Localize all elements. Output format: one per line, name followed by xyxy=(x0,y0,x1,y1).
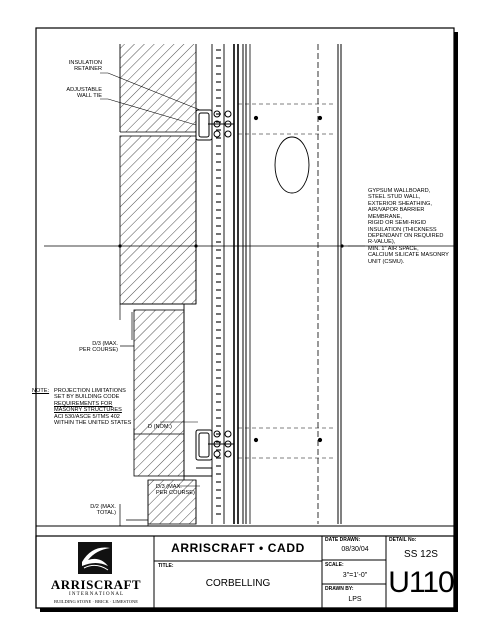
detail-number: U110 xyxy=(388,566,455,599)
wall-tie-lower xyxy=(184,429,234,477)
dimension-lines xyxy=(119,304,185,526)
steel-stud-wall xyxy=(238,44,342,524)
wall-assembly-line: CALCIUM SILICATE MASONRY xyxy=(368,252,449,259)
wall-assembly-line: UNIT (CSMU). xyxy=(368,258,405,265)
wall-assembly-line: AIR/VAPOR BARRIER xyxy=(368,207,425,214)
wall-assembly-line: R-VALUE), xyxy=(368,239,396,246)
stud-knockout xyxy=(274,136,310,194)
drawing-title: CORBELLING xyxy=(205,578,271,589)
date-label: DATE DRAWN: xyxy=(325,537,361,543)
drawn-by-label: DRAWN BY: xyxy=(325,586,354,592)
logo-tagline: BUILDING STONE · BRICK · LIMESTONE xyxy=(54,599,138,604)
label-d2-total: D/2 (MAX. TOTAL) xyxy=(90,504,116,517)
wall-assembly-line: INSULATION (THICKNESS xyxy=(368,226,437,233)
wall-assembly-line: MEMBRANE, xyxy=(368,213,402,220)
detail-label: DETAIL No: xyxy=(389,537,417,543)
wall-assembly-line: STEEL STUD WALL, xyxy=(368,194,421,201)
title-label: TITLE: xyxy=(158,563,174,569)
note-body: PROJECTION LIMITATIONS SET BY BUILDING C… xyxy=(54,388,132,427)
wall-assembly-line: MIN. 1" AIR SPACE, xyxy=(368,245,419,252)
masonry-wythe xyxy=(119,44,197,525)
sheet-border xyxy=(35,27,455,609)
arriscraft-logo-mark xyxy=(78,542,112,574)
label-d3-lower: D/3 (MAX. PER COURSE) xyxy=(156,484,195,497)
drawn-by-value: LPS xyxy=(348,596,362,603)
company-header: ARRISCRAFT • CADD xyxy=(171,541,305,555)
label-d-nom: D (NOM.) xyxy=(148,424,172,430)
wall-assembly-line: EXTERIOR SHEATHING, xyxy=(368,200,432,207)
wall-assembly-line: DEPENDANT ON REQUIRED xyxy=(368,232,444,239)
label-adjustable-wall-tie: ADJUSTABLE WALL TIE xyxy=(66,87,102,100)
date-value: 08/30/04 xyxy=(341,546,369,553)
logo-name: ARRISCRAFT xyxy=(50,577,142,592)
scale-value: 3"=1'-0" xyxy=(342,572,368,579)
label-insulation-retainer: INSULATION RETAINER xyxy=(68,60,102,73)
label-d3-upper: D/3 (MAX. PER COURSE) xyxy=(79,341,118,354)
scale-label: SCALE: xyxy=(325,562,344,568)
title-block xyxy=(35,535,455,609)
wall-assembly-line: GYPSUM WALLBOARD, xyxy=(368,188,431,194)
wall-assembly-line: RIGID OR SEMI-RIGID xyxy=(368,220,427,227)
detail-code: SS 12S xyxy=(404,549,438,560)
label-wall-assembly: GYPSUM WALLBOARD,STEEL STUD WALL,EXTERIO… xyxy=(368,188,449,265)
label-note: NOTE: xyxy=(32,388,50,394)
logo-sub: I N T E R N A T I O N A L xyxy=(68,592,124,597)
